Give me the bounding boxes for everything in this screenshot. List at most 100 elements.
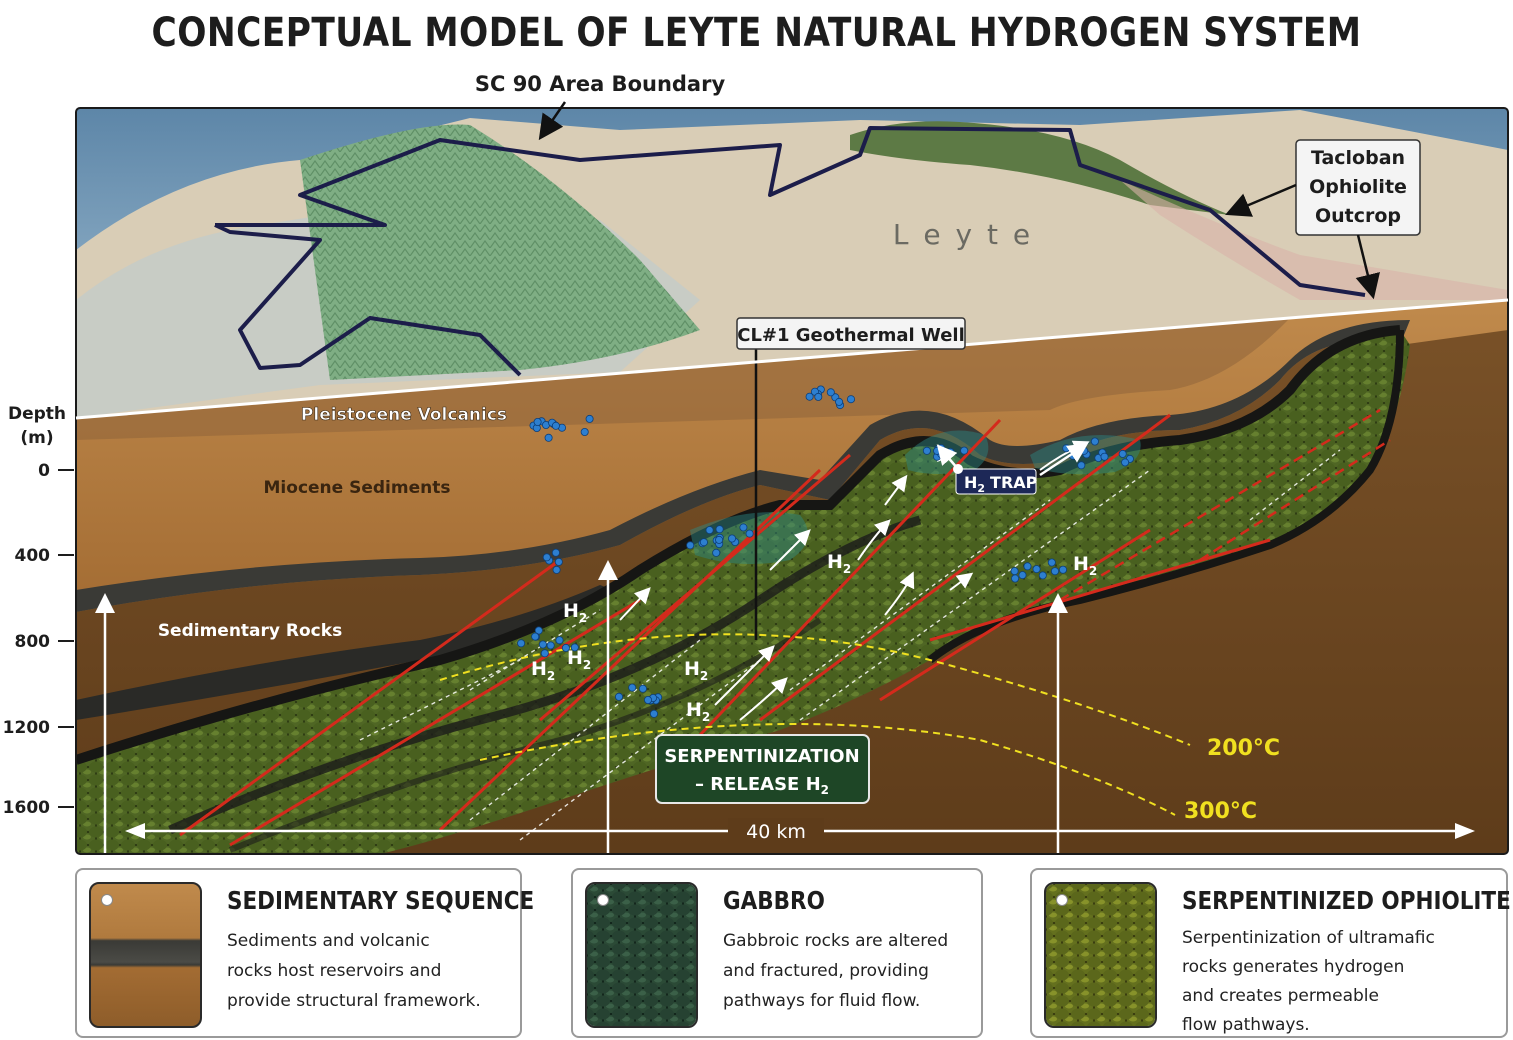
legend-sedimentary-line2: rocks host reservoirs and	[227, 961, 441, 981]
h2-bubble	[716, 526, 723, 533]
h2-bubble	[553, 566, 560, 573]
ophiolite-swatch	[1044, 882, 1157, 1028]
sedimentary-swatch	[89, 882, 202, 1028]
h2-bubble	[728, 535, 735, 542]
isotherm-300-label: 300°C	[1184, 799, 1257, 824]
h2-bubble	[716, 536, 723, 543]
h2-bubble	[1012, 575, 1019, 582]
h2-bubble	[1101, 453, 1108, 460]
legend-title-ophiolite: SERPENTINIZED OPHIOLITE	[1182, 886, 1511, 915]
h2-bubble	[815, 393, 822, 400]
island-label: L e y t e	[893, 218, 1033, 251]
depth-axis-ticks: 0 400 800 1200 1600	[3, 461, 74, 818]
h2-bubble	[1033, 566, 1040, 573]
h2-bubble	[543, 554, 550, 561]
depth-axis-title-line2: (m)	[20, 428, 53, 448]
serpentinization-line1: SERPENTINIZATION	[664, 746, 859, 767]
h2-bubble	[740, 524, 747, 531]
svg-text:– RELEASE H2: – RELEASE H2	[695, 774, 829, 797]
h2-bubble	[1048, 559, 1055, 566]
h2-bubble	[1019, 572, 1026, 579]
h2-bubble	[1063, 445, 1070, 452]
legend-sedimentary-line1: Sediments and volcanic	[227, 931, 430, 951]
isotherm-200-label: 200°C	[1207, 736, 1280, 761]
depth-tick-label: 1600	[3, 798, 50, 818]
h2-bubble	[541, 650, 548, 657]
h2-bubble	[1091, 438, 1098, 445]
h2-bubble	[1122, 459, 1129, 466]
h2-bubble	[947, 448, 954, 455]
h2-bubble	[746, 530, 753, 537]
layer-label-miocene: Miocene Sediments	[264, 478, 451, 498]
depth-axis-title-line1: Depth	[8, 404, 66, 424]
h2-bubble	[1078, 462, 1085, 469]
outcrop-label-line1: Tacloban	[1311, 147, 1405, 169]
h2-bubble	[1011, 568, 1018, 575]
h2-bubble	[547, 642, 554, 649]
legend-gabbro-line3: pathways for fluid flow.	[723, 991, 920, 1011]
h2-bubble	[961, 447, 968, 454]
h2-bubble	[1024, 563, 1031, 570]
layer-label-sedimentary: Sedimentary Rocks	[158, 621, 342, 641]
h2-bubble	[650, 710, 657, 717]
h2-bubble	[552, 422, 559, 429]
sc90-boundary-label: SC 90 Area Boundary	[475, 72, 726, 96]
trap-h-sub: 2	[977, 482, 985, 495]
h2-bubble	[556, 637, 563, 644]
legend-title-sedimentary: SEDIMENTARY SEQUENCE	[227, 886, 534, 915]
legend-card-sedimentary: SEDIMENTARY SEQUENCE Sediments and volca…	[75, 868, 522, 1038]
h2-bubble	[687, 542, 694, 549]
trap-label: TRAP	[990, 473, 1038, 492]
legend-title-gabbro: GABBRO	[723, 886, 825, 915]
h2-bubble	[545, 434, 552, 441]
h2-bubble	[847, 396, 854, 403]
h2-bubble	[555, 558, 562, 565]
legend-ophiolite-line4: flow pathways.	[1182, 1015, 1310, 1035]
legend-gabbro-line2: and fractured, providing	[723, 961, 929, 981]
legend-sedimentary-line3: provide structural framework.	[227, 991, 481, 1011]
h2-bubble	[700, 539, 707, 546]
h2-bubble	[1039, 572, 1046, 579]
outcrop-label-line3: Outcrop	[1315, 205, 1401, 227]
legend-ophiolite-line2: rocks generates hydrogen	[1182, 957, 1404, 977]
h2-bubble	[629, 684, 636, 691]
h2-bubble	[1119, 450, 1126, 457]
depth-tick-label: 0	[38, 461, 50, 481]
h2-bubble	[1059, 566, 1066, 573]
legend-card-gabbro: GABBRO Gabbroic rocks are altered and fra…	[571, 868, 983, 1038]
h2-bubble	[586, 415, 593, 422]
depth-tick-label: 1200	[3, 718, 50, 738]
h2-bubble	[532, 633, 539, 640]
legend-gabbro-line1: Gabbroic rocks are altered	[723, 931, 948, 951]
h2-bubble	[615, 693, 622, 700]
trap-h-label: H	[964, 473, 977, 492]
well-label: CL#1 Geothermal Well	[737, 325, 965, 346]
well-callout: CL#1 Geothermal Well	[737, 318, 965, 349]
scale-bar-label: 40 km	[746, 821, 806, 843]
h2-bubble	[923, 447, 930, 454]
outcrop-label-line2: Ophiolite	[1309, 176, 1407, 198]
h2-bubble	[644, 696, 651, 703]
legend-ophiolite-line1: Serpentinization of ultramafic	[1182, 928, 1435, 948]
h2-bubble	[581, 428, 588, 435]
h2-bubble	[518, 640, 525, 647]
h2-bubble	[539, 641, 546, 648]
h2-bubble	[713, 549, 720, 556]
h2-bubble	[639, 685, 646, 692]
serpentinization-line2: – RELEASE H	[695, 774, 821, 795]
h2-bubble	[827, 389, 834, 396]
depth-tick-label: 800	[15, 632, 51, 652]
depth-tick-label: 400	[15, 546, 51, 566]
h2-bubble	[552, 549, 559, 556]
h2-bubble	[534, 418, 541, 425]
serpentinization-callout: SERPENTINIZATION – RELEASE H2	[656, 735, 869, 803]
layer-label-pleistocene: Pleistocene Volcanics	[301, 405, 507, 425]
gabbro-swatch	[585, 882, 698, 1028]
h2-bubble	[706, 527, 713, 534]
serpentinization-h-sub: 2	[821, 783, 829, 797]
legend-ophiolite-line3: and creates permeable	[1182, 986, 1379, 1006]
h2-bubble	[1051, 568, 1058, 575]
legend-card-ophiolite: SERPENTINIZED OPHIOLITE Serpentinization…	[1030, 868, 1508, 1038]
h2-bubble	[836, 398, 843, 405]
